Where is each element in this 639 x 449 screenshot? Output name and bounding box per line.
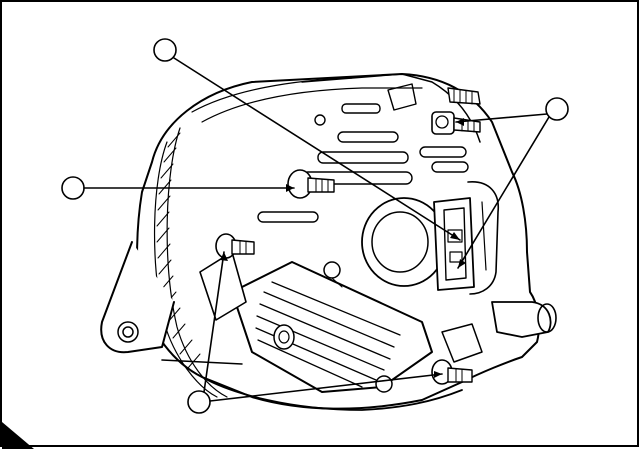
bearing-boss	[361, 197, 447, 287]
callout-top	[153, 38, 461, 241]
callout-left	[61, 176, 295, 200]
mounting-ear-left	[100, 241, 243, 365]
terminal-stud-regulator	[215, 233, 341, 279]
callout-bottom	[187, 251, 443, 414]
corner-mark	[2, 422, 34, 449]
terminal-stud-mid-left	[287, 169, 335, 199]
arrowheads	[220, 118, 466, 378]
brush-holder	[433, 181, 499, 295]
mounting-lug-right	[491, 301, 557, 338]
regulator	[199, 251, 433, 393]
callout-right	[455, 97, 569, 269]
alternator-body	[100, 73, 557, 411]
